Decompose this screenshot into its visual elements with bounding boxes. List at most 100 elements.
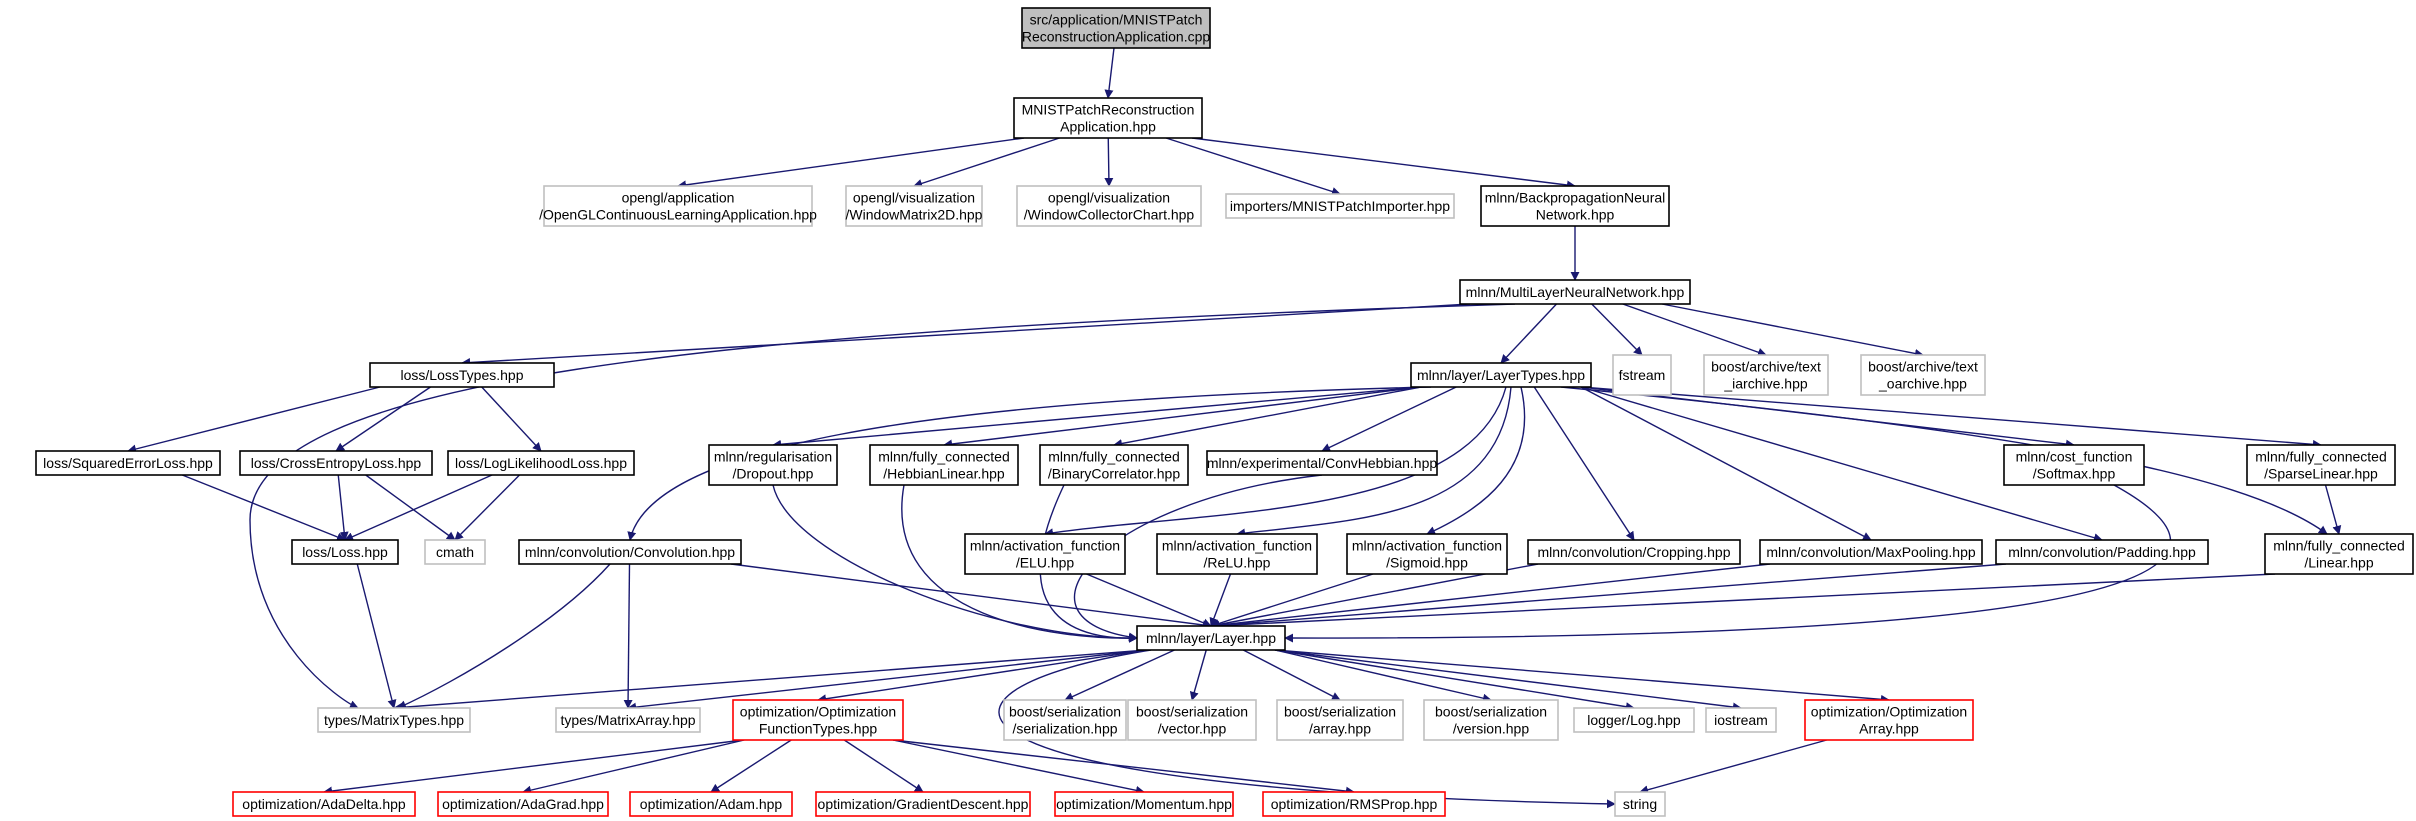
node-label-line: /ReLU.hpp <box>1204 555 1271 571</box>
node-box <box>239 450 433 476</box>
node-importer[interactable]: importers/MNISTPatchImporter.hpp <box>1225 193 1455 219</box>
node-box <box>2246 444 2396 486</box>
node-label-line: /WindowCollectorChart.hpp <box>1024 207 1195 223</box>
edge-optfn-to-momentum <box>892 739 1145 795</box>
nodes-layer: src/application/MNISTPatchReconstruction… <box>35 7 2414 817</box>
node-relu[interactable]: mlnn/activation_function/ReLU.hpp <box>1156 533 1318 575</box>
node-marray[interactable]: types/MatrixArray.hpp <box>555 707 701 733</box>
node-root[interactable]: src/application/MNISTPatchReconstruction… <box>1021 7 1211 49</box>
node-box <box>629 791 793 817</box>
node-padding[interactable]: mlnn/convolution/Padding.hpp <box>1995 539 2209 565</box>
node-fstream[interactable]: fstream <box>1612 354 1672 396</box>
node-graddesc[interactable]: optimization/GradientDescent.hpp <box>815 791 1031 817</box>
node-softmax[interactable]: mlnn/cost_function/Softmax.hpp <box>2003 444 2145 486</box>
node-box <box>447 450 635 476</box>
node-log[interactable]: logger/Log.hpp <box>1573 707 1695 733</box>
node-bser[interactable]: boost/serialization/serialization.hpp <box>1003 699 1127 741</box>
node-label-line: mlnn/cost_function <box>2016 449 2133 465</box>
node-bver[interactable]: boost/serialization/version.hpp <box>1423 699 1559 741</box>
node-sqerr[interactable]: loss/SquaredErrorLoss.hpp <box>35 450 221 476</box>
node-box <box>1262 791 1446 817</box>
node-label-line: /vector.hpp <box>1158 721 1227 737</box>
node-label-line: mlnn/activation_function <box>1352 538 1502 554</box>
node-label-line: /SparseLinear.hpp <box>2264 466 2378 482</box>
node-loglik[interactable]: loss/LogLikelihoodLoss.hpp <box>447 450 635 476</box>
edge-losstypes-to-sqerr <box>127 386 381 454</box>
node-box <box>437 791 609 817</box>
node-optfn[interactable]: optimization/OptimizationFunctionTypes.h… <box>732 699 904 741</box>
node-label-line: mlnn/MultiLayerNeuralNetwork.hpp <box>1466 284 1685 300</box>
node-box <box>964 533 1126 575</box>
node-string[interactable]: string <box>1614 791 1666 817</box>
node-box <box>1013 97 1203 139</box>
node-rmsprop[interactable]: optimization/RMSProp.hpp <box>1262 791 1446 817</box>
node-hebbian[interactable]: mlnn/fully_connected/HebbianLinear.hpp <box>869 444 1019 486</box>
node-label-line: /ELU.hpp <box>1016 555 1075 571</box>
node-sigmoid[interactable]: mlnn/activation_function/Sigmoid.hpp <box>1346 533 1508 575</box>
node-label-line: _iarchive.hpp <box>1723 376 1807 392</box>
node-crossent[interactable]: loss/CrossEntropyLoss.hpp <box>239 450 433 476</box>
node-box <box>1703 354 1829 396</box>
node-mtypes[interactable]: types/MatrixTypes.hpp <box>317 707 471 733</box>
node-label-line: loss/SquaredErrorLoss.hpp <box>43 455 213 471</box>
node-losstypes[interactable]: loss/LossTypes.hpp <box>369 362 555 388</box>
node-adadelta[interactable]: optimization/AdaDelta.hpp <box>232 791 416 817</box>
node-convheb[interactable]: mlnn/experimental/ConvHebbian.hpp <box>1206 450 1438 476</box>
edge-layertypes-to-cropping <box>1533 386 1635 541</box>
node-wm2d[interactable]: opengl/visualization/WindowMatrix2D.hpp <box>845 185 983 227</box>
node-label-line: loss/LogLikelihoodLoss.hpp <box>455 455 627 471</box>
node-tiarchive[interactable]: boost/archive/text_iarchive.hpp <box>1703 354 1829 396</box>
edge-layertypes-to-sigmoid <box>1426 386 1526 535</box>
node-linear[interactable]: mlnn/fully_connected/Linear.hpp <box>2264 533 2414 575</box>
node-bincorr[interactable]: mlnn/fully_connected/BinaryCorrelator.hp… <box>1039 444 1189 486</box>
node-layer[interactable]: mlnn/layer/Layer.hpp <box>1136 625 1286 651</box>
node-label-line: src/application/MNISTPatch <box>1030 12 1203 28</box>
node-label-line: loss/CrossEntropyLoss.hpp <box>251 455 422 471</box>
node-label-line: mlnn/convolution/Padding.hpp <box>2008 544 2196 560</box>
node-elu[interactable]: mlnn/activation_function/ELU.hpp <box>964 533 1126 575</box>
node-gl-app[interactable]: opengl/application/OpenGLContinuousLearn… <box>539 185 817 227</box>
node-cropping[interactable]: mlnn/convolution/Cropping.hpp <box>1527 539 1741 565</box>
node-layertypes[interactable]: mlnn/layer/LayerTypes.hpp <box>1410 362 1592 388</box>
node-label-line: opengl/visualization <box>853 190 975 206</box>
node-cmath[interactable]: cmath <box>424 539 486 565</box>
node-barr[interactable]: boost/serialization/array.hpp <box>1276 699 1404 741</box>
node-label-line: mlnn/fully_connected <box>1048 449 1180 465</box>
edge-mlnn-to-tiarchive <box>1622 303 1767 357</box>
node-adagrad[interactable]: optimization/AdaGrad.hpp <box>437 791 609 817</box>
node-toarchive[interactable]: boost/archive/text_oarchive.hpp <box>1860 354 1986 396</box>
edge-optfn-to-adagrad <box>522 739 745 795</box>
node-wcc[interactable]: opengl/visualization/WindowCollectorChar… <box>1016 185 1202 227</box>
node-label-line: optimization/AdaGrad.hpp <box>442 796 604 812</box>
node-box <box>518 539 742 565</box>
edge-layer-to-bser <box>1064 649 1175 701</box>
node-box <box>317 707 471 733</box>
edge-losstypes-to-crossent <box>335 386 431 452</box>
node-label-line: /Softmax.hpp <box>2033 466 2116 482</box>
node-loss[interactable]: loss/Loss.hpp <box>291 539 399 565</box>
node-momentum[interactable]: optimization/Momentum.hpp <box>1054 791 1234 817</box>
node-iostream[interactable]: iostream <box>1705 707 1777 733</box>
node-dropout[interactable]: mlnn/regularisation/Dropout.hpp <box>708 444 838 486</box>
node-box <box>869 444 1019 486</box>
node-sparselin[interactable]: mlnn/fully_connected/SparseLinear.hpp <box>2246 444 2396 486</box>
edge-loglik-to-cmath <box>454 474 520 541</box>
node-label-line: optimization/Optimization <box>1811 704 1967 720</box>
edge-relu-to-layer <box>1209 573 1232 627</box>
node-bvec[interactable]: boost/serialization/vector.hpp <box>1127 699 1257 741</box>
edge-layer-to-optfn <box>817 649 1148 704</box>
node-adam[interactable]: optimization/Adam.hpp <box>629 791 793 817</box>
node-box <box>1705 707 1777 733</box>
node-box <box>35 450 221 476</box>
node-conv[interactable]: mlnn/convolution/Convolution.hpp <box>518 539 742 565</box>
edge-linear-to-layer <box>1210 573 2276 631</box>
node-maxpool[interactable]: mlnn/convolution/MaxPooling.hpp <box>1759 539 1983 565</box>
node-label-line: logger/Log.hpp <box>1587 712 1681 728</box>
node-mlnn[interactable]: mlnn/MultiLayerNeuralNetwork.hpp <box>1459 279 1691 305</box>
node-box <box>1612 354 1672 396</box>
node-label-line: mlnn/convolution/Cropping.hpp <box>1537 544 1730 560</box>
node-label-line: iostream <box>1714 712 1768 728</box>
